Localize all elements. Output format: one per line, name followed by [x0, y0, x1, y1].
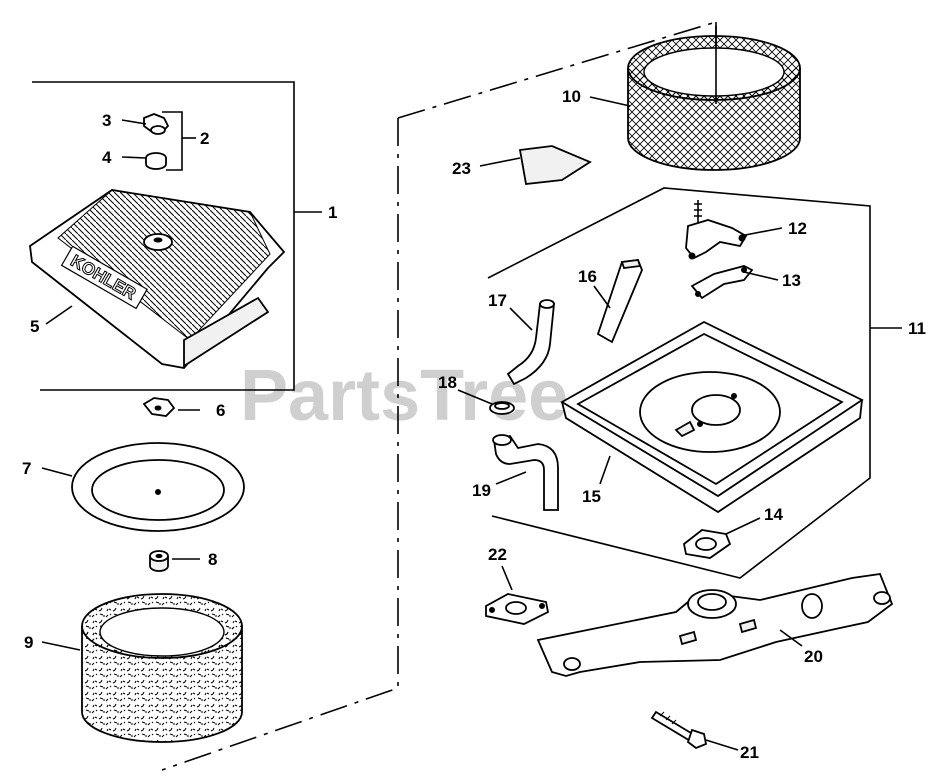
part-13-gasket — [690, 265, 754, 300]
callout-23: 23 — [452, 159, 471, 178]
part-3-wing-nut — [143, 113, 170, 135]
callout-20: 20 — [804, 647, 823, 666]
callout-16: 16 — [578, 267, 597, 286]
part-14-gasket — [683, 529, 732, 559]
part-21-bolt — [650, 710, 708, 750]
part-9-foam-precleaner — [81, 593, 243, 743]
part-20-manifold — [536, 573, 894, 677]
part-23-shield — [518, 145, 592, 185]
part-4-seal — [145, 152, 167, 170]
callout-1: 1 — [328, 203, 337, 222]
callout-5: 5 — [30, 317, 39, 336]
leader-lines — [41, 96, 803, 751]
callout-22: 22 — [488, 545, 507, 564]
part-10-air-filter — [627, 22, 801, 171]
callout-14: 14 — [764, 505, 783, 524]
callout-15: 15 — [582, 487, 601, 506]
callout-21: 21 — [740, 743, 759, 762]
callout-4: 4 — [102, 148, 112, 167]
part-18-clamp — [489, 401, 515, 415]
callout-13: 13 — [782, 271, 801, 290]
part-17-breather-tube — [506, 299, 555, 386]
callout-18: 18 — [438, 373, 457, 392]
part-15-base-tray — [560, 320, 864, 514]
callout-9: 9 — [24, 633, 33, 652]
left-group-frame — [32, 81, 322, 391]
callout-2: 2 — [200, 129, 209, 148]
part-8-nut — [149, 550, 169, 572]
callout-10: 10 — [562, 87, 581, 106]
callout-12: 12 — [788, 219, 807, 238]
callout-8: 8 — [208, 550, 217, 569]
part-7-cover-plate — [71, 442, 245, 532]
callout-labels: 1 2 3 4 5 6 7 8 9 10 11 12 13 14 15 16 1… — [22, 87, 926, 762]
callout-6: 6 — [216, 401, 225, 420]
part-11-frame — [487, 187, 902, 579]
part-19-elbow-hose — [492, 434, 559, 511]
part-22-gasket — [485, 593, 550, 625]
part-2-bracket — [162, 111, 196, 171]
part-6-wing-nut — [142, 397, 176, 417]
callout-3: 3 — [102, 111, 111, 130]
part-12-bracket — [685, 200, 748, 260]
callout-17: 17 — [488, 291, 507, 310]
part-16-hose — [596, 259, 643, 344]
callout-19: 19 — [472, 481, 491, 500]
part-5-kohler-cover: KOHLER — [29, 189, 286, 369]
callout-11: 11 — [908, 319, 926, 338]
callout-7: 7 — [22, 459, 31, 478]
